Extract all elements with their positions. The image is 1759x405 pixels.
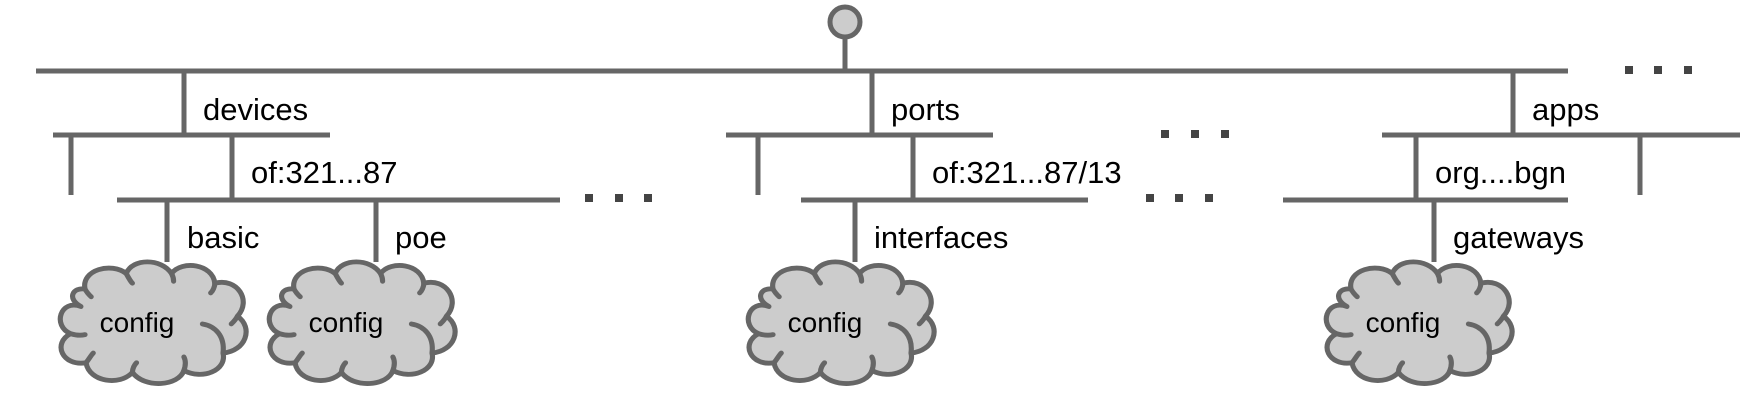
leaf-interfaces: interfaces config	[748, 200, 1008, 384]
root-node-icon	[827, 4, 863, 40]
ellipsis-dot	[1221, 130, 1229, 138]
leaf-basic: basic config	[60, 200, 259, 384]
ellipsis-dot	[615, 194, 623, 202]
branch-apps: apps org....bgn gateways config	[1283, 71, 1740, 384]
more-leaves-ellipsis-icon	[585, 194, 652, 202]
ellipsis-dot	[1654, 66, 1662, 74]
ellipsis-dot	[1684, 66, 1692, 74]
ellipsis-dot	[585, 194, 593, 202]
child-label[interactable]: of:321...87	[251, 155, 398, 190]
leaf-label[interactable]: basic	[187, 220, 259, 255]
leaf-gateways: gateways config	[1326, 200, 1584, 384]
child-label[interactable]: of:321...87/13	[932, 155, 1122, 190]
branch-label[interactable]: ports	[891, 92, 960, 127]
cloud-label: config	[1366, 307, 1441, 338]
ellipsis-dot	[1191, 130, 1199, 138]
ellipsis-dot	[1161, 130, 1169, 138]
ellipsis-dot	[1205, 194, 1213, 202]
branch-label[interactable]: apps	[1532, 92, 1599, 127]
leaf-label[interactable]: interfaces	[874, 220, 1008, 255]
leaf-label[interactable]: poe	[395, 220, 447, 255]
leaf-poe: poe config	[269, 200, 455, 384]
ellipsis-dot	[644, 194, 652, 202]
more-leaves-ellipsis-icon	[1146, 194, 1213, 202]
cloud-label: config	[100, 307, 175, 338]
cloud-label: config	[309, 307, 384, 338]
branch-ports: ports of:321...87/13 interfaces config	[726, 71, 1229, 384]
ellipsis-dot	[1175, 194, 1183, 202]
ellipsis-dot	[1146, 194, 1154, 202]
leaf-label[interactable]: gateways	[1453, 220, 1584, 255]
cloud-label: config	[788, 307, 863, 338]
ellipsis-dot	[1625, 66, 1633, 74]
more-children-ellipsis-icon	[1161, 130, 1229, 138]
branch-devices: devices of:321...87 basic config poe	[53, 71, 652, 384]
more-branches-ellipsis-icon	[1625, 66, 1692, 74]
child-label[interactable]: org....bgn	[1435, 155, 1566, 190]
branch-label[interactable]: devices	[203, 92, 308, 127]
